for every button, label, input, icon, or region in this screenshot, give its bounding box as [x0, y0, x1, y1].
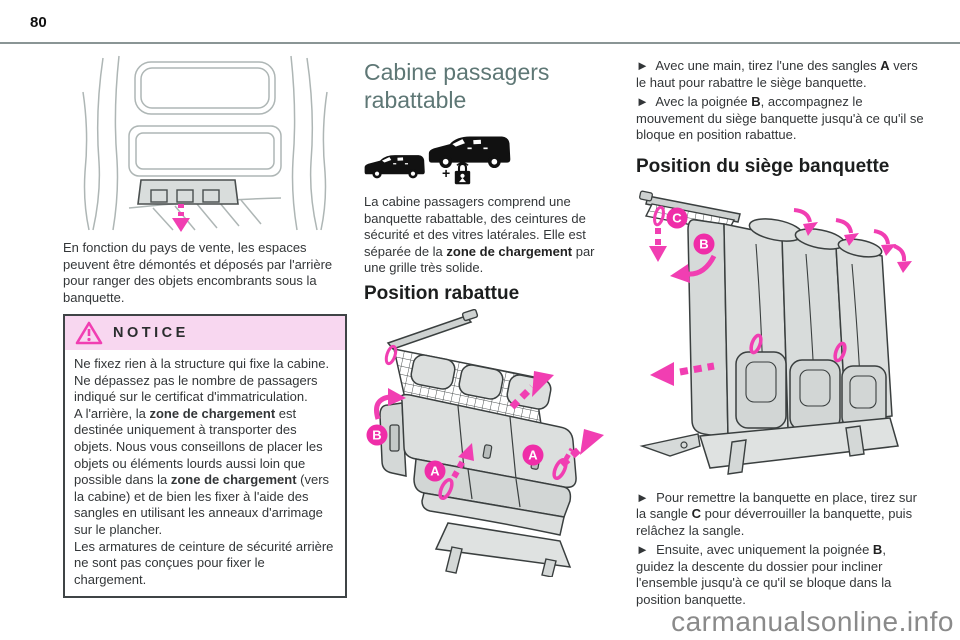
seat-label-b: B — [366, 424, 388, 445]
right-column: ► Avec une main, tirez l'une des sangles… — [636, 52, 927, 608]
notice-text: Ne fixez rien à la structure qui fixe la… — [74, 356, 334, 587]
svg-text:C: C — [672, 210, 682, 225]
storage-tray — [137, 179, 239, 205]
headrest-fold-arrows — [793, 207, 907, 261]
pink-curved-arrow-icon — [670, 254, 717, 283]
seat-label-b: B — [693, 233, 715, 254]
notice-header: NOTICE — [65, 316, 345, 350]
strap-loop-icon — [833, 341, 847, 362]
left-column: En fonction du pays de vente, les espace… — [63, 52, 347, 599]
notice-box: NOTICE Ne fixez rien à la structure qui … — [63, 314, 347, 599]
header-divider — [0, 42, 960, 44]
middle-column: Cabine passagers rabattable — [364, 52, 612, 577]
instruction-step: ► Avec une main, tirez l'une des sangles… — [636, 58, 918, 90]
van-silhouette-icon — [428, 136, 511, 169]
pink-arrow-small-icon — [563, 447, 575, 460]
intro-paragraph: En fonction du pays de vente, les espace… — [63, 240, 333, 305]
seat-label-c: C — [666, 207, 688, 228]
seat-label-a: A — [424, 460, 446, 481]
plus-sign: + — [442, 165, 451, 181]
van-rear-interior-illustration — [82, 55, 328, 232]
svg-text:B: B — [372, 427, 381, 442]
strap-a-icon — [552, 457, 568, 480]
pink-arrow-small-icon — [451, 442, 474, 478]
section-title: Cabine passagers rabattable — [364, 59, 550, 113]
headrests — [410, 353, 552, 410]
pink-arrow-down-icon — [649, 227, 667, 262]
van-silhouette-icon — [364, 155, 425, 179]
subheading-position-siege: Position du siège banquette — [636, 155, 890, 177]
instruction-step: ► Pour remettre la banquette en place, t… — [636, 489, 917, 538]
strap-loop-icon — [749, 333, 763, 354]
pink-curved-arrow-icon — [374, 387, 406, 420]
svg-text:A: A — [528, 447, 538, 462]
warning-triangle-icon — [75, 321, 103, 345]
bench-seat-folded-illustration: C B — [639, 190, 912, 475]
svg-text:B: B — [699, 236, 708, 251]
headrest-fold-arrowheads — [803, 221, 912, 273]
pink-arrow-down-icon — [172, 204, 190, 232]
subheading-position-rabattue: Position rabattue — [364, 282, 520, 304]
svg-text:A: A — [430, 463, 440, 478]
vehicle-pictograms: + — [364, 124, 612, 186]
watermark: carmanualsonline.info — [671, 606, 954, 637]
strap-a-icon — [438, 477, 454, 500]
handle-b — [389, 423, 400, 452]
instruction-step: ► Avec la poignée B, accompagnez le mouv… — [636, 94, 924, 142]
section-intro: La cabine passagers comprend une banquet… — [364, 194, 595, 275]
bench-seat-upright-illustration: B A A — [366, 308, 604, 577]
pink-arrow-left-icon — [650, 361, 715, 386]
steps-bottom: ► Pour remettre la banquette en place, t… — [636, 490, 927, 609]
strap-c-icon — [653, 205, 665, 226]
page-number: 80 — [30, 14, 47, 31]
seat-label-a: A — [522, 444, 544, 465]
plus-lock-group: + — [442, 160, 473, 186]
strap-loop-icon — [384, 344, 398, 365]
pink-arrow-up-right-icon — [509, 370, 554, 409]
instruction-step: ► Ensuite, avec uniquement la poignée B,… — [636, 542, 892, 607]
notice-title: NOTICE — [113, 325, 189, 341]
child-lock-icon — [454, 162, 471, 185]
